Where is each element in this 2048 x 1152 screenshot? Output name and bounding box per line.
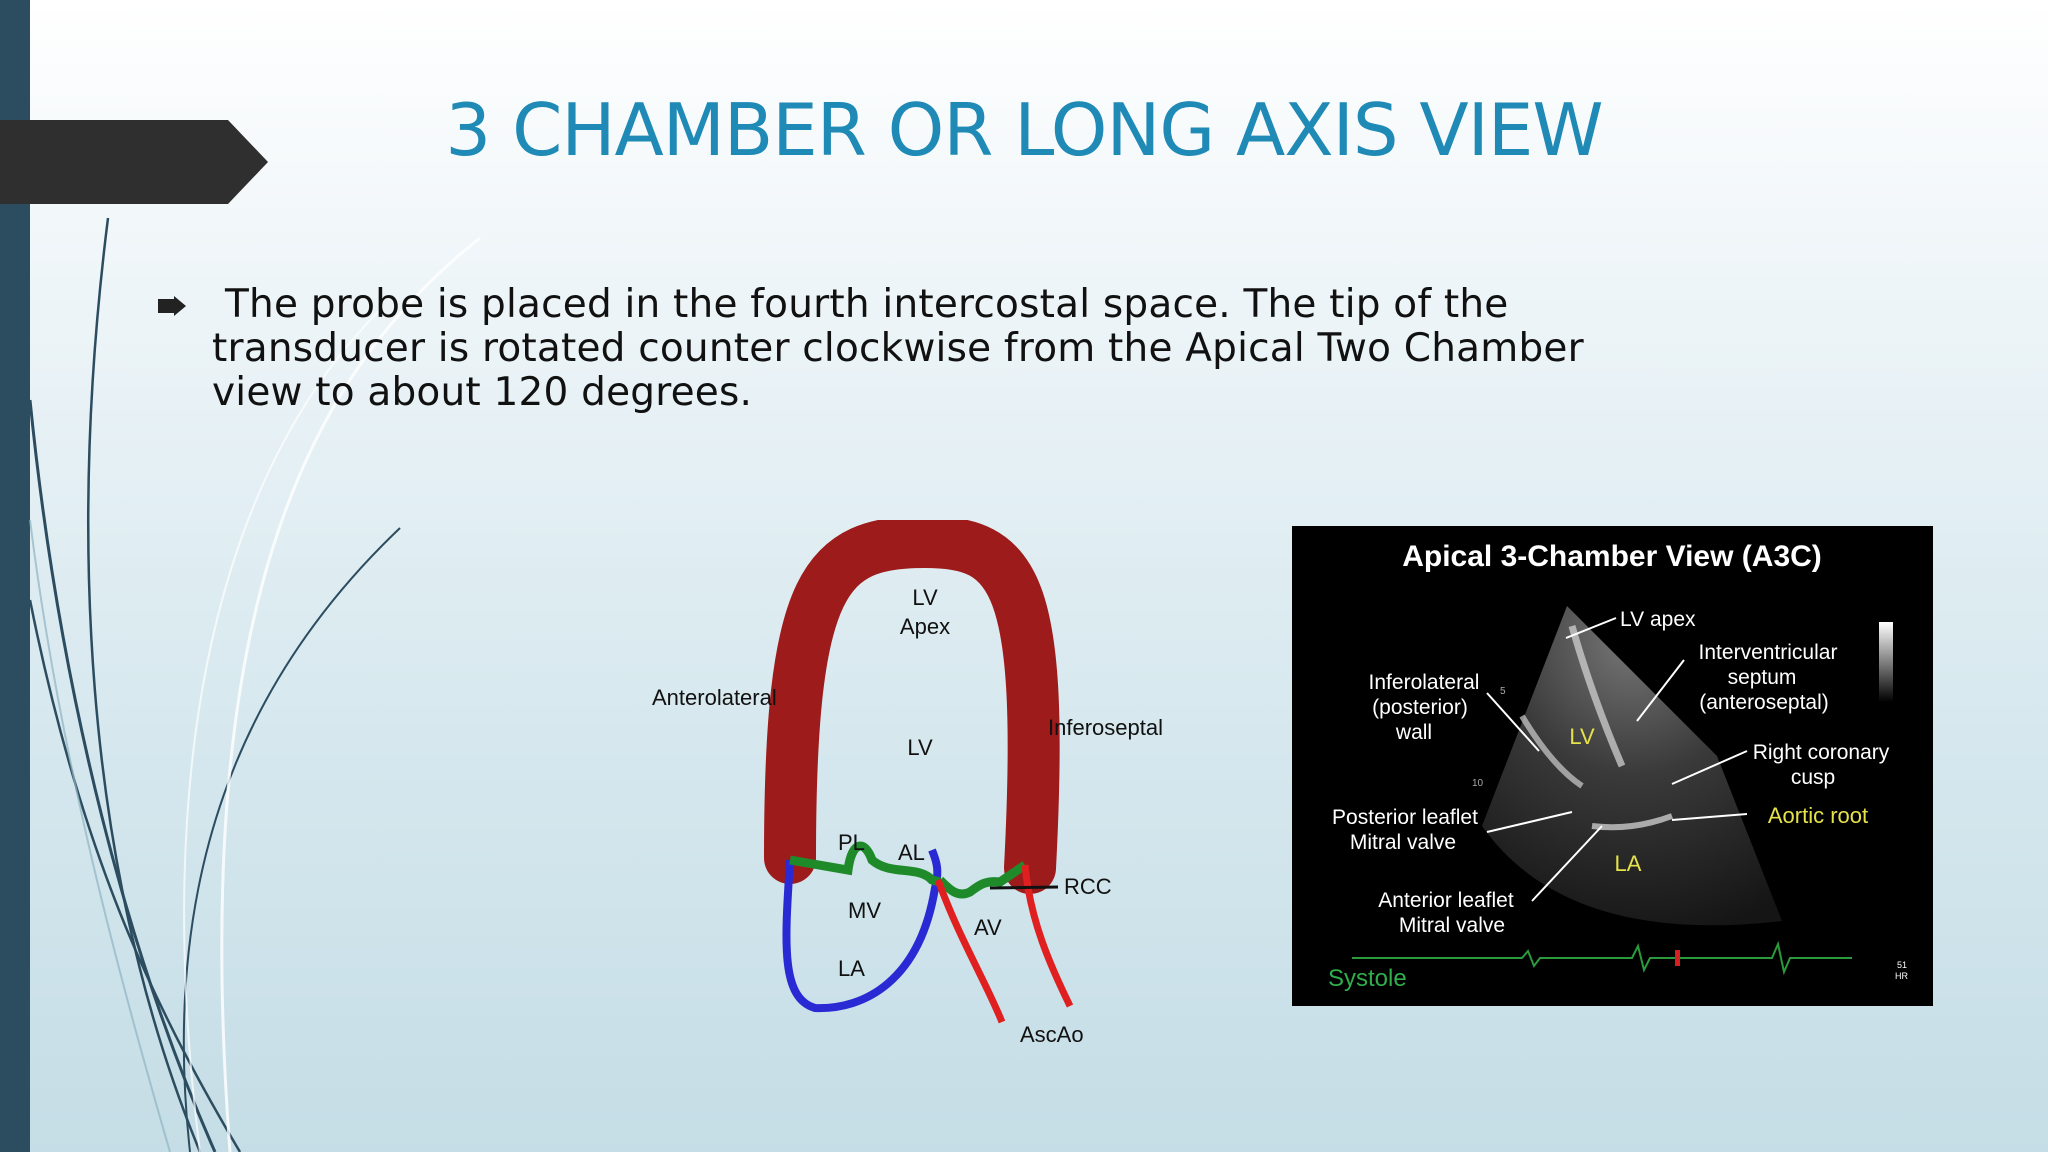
label-mv: MV	[848, 898, 881, 923]
aorta-wall-right	[1021, 864, 1074, 1008]
grayscale-bar	[1879, 622, 1893, 702]
label-lv: LV	[907, 735, 933, 760]
echo-label-lv: LV	[1569, 724, 1595, 749]
label-al: AL	[898, 840, 925, 865]
label-rcc: RCC	[1064, 874, 1112, 899]
label-lv-apex-1: LV	[912, 585, 938, 610]
echo-a3c-image: Apical 3-Chamber View (A3C) LV apex Inte…	[1292, 526, 1933, 1006]
aortic-valve	[936, 861, 1028, 899]
arrow-bullet-icon	[158, 296, 186, 316]
echo-label-systole: Systole	[1328, 965, 1407, 992]
ecg-trace	[1352, 940, 1852, 976]
label-lv-apex-2: Apex	[900, 614, 950, 639]
label-ascao: AscAo	[1020, 1022, 1084, 1047]
label-inferoseptal: Inferoseptal	[1048, 715, 1163, 740]
echo-label-lv-apex: LV apex	[1620, 608, 1696, 631]
echo-label-ivs-3: (anteroseptal)	[1699, 691, 1829, 714]
echo-label-infero-1: Inferolateral	[1369, 671, 1480, 694]
echo-label-ivs-1: Interventricular	[1699, 641, 1838, 664]
echo-label-la: LA	[1615, 851, 1642, 876]
echo-label-aml-2: Mitral valve	[1399, 914, 1505, 937]
lv-myocardium	[764, 520, 1060, 894]
aorta-wall-left	[934, 878, 1006, 1024]
heart-3-chamber-diagram: LV Apex LV Anterolateral Inferoseptal PL…	[652, 520, 1163, 1047]
echo-label-infero-2: (posterior)	[1372, 696, 1468, 719]
echo-title: Apical 3-Chamber View (A3C)	[1402, 540, 1822, 573]
ecg-marker	[1675, 950, 1680, 966]
echo-label-aortic-root: Aortic root	[1768, 803, 1868, 828]
echo-label-pml-2: Mitral valve	[1350, 831, 1456, 854]
label-anterolateral: Anterolateral	[652, 685, 777, 710]
slide-title: 3 CHAMBER OR LONG AXIS VIEW	[445, 88, 1603, 172]
echo-label-ivs-2: septum	[1728, 666, 1797, 689]
echo-label-pml-1: Posterior leaflet	[1332, 806, 1478, 829]
mitral-valve	[789, 841, 942, 887]
rcc-pointer	[989, 885, 1059, 890]
label-av: AV	[974, 915, 1002, 940]
label-pl: PL	[838, 830, 865, 855]
title-tab-shape	[0, 120, 268, 204]
echo-hr-value: 51	[1897, 960, 1907, 970]
echo-label-rcc-1: Right coronary	[1753, 741, 1890, 764]
echo-label-rcc-2: cusp	[1791, 766, 1835, 789]
echo-label-aml-1: Anterior leaflet	[1378, 889, 1514, 912]
echo-a3c-figure: Apical 3-Chamber View (A3C) LV apex Inte…	[1328, 540, 1908, 992]
bullet-text: The probe is placed in the fourth interc…	[212, 282, 1584, 415]
label-la: LA	[838, 956, 865, 981]
ultrasound-sector	[1482, 606, 1782, 926]
depth-tick-5: 5	[1500, 686, 1506, 697]
depth-tick-10: 10	[1472, 778, 1484, 789]
echo-label-infero-3: wall	[1395, 721, 1432, 744]
echo-hr-unit: HR	[1895, 971, 1908, 981]
